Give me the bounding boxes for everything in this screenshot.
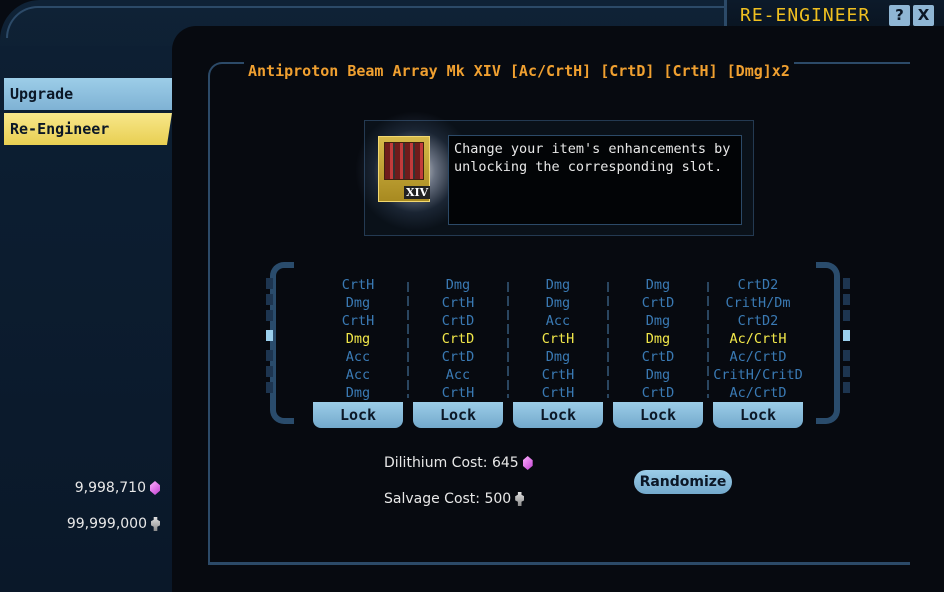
slot-option: CritH/Dm <box>725 295 791 311</box>
scroll-pip <box>266 382 273 393</box>
randomize-button[interactable]: Randomize <box>634 470 732 494</box>
slot-option: Dmg <box>645 277 671 293</box>
lock-button-slot-1[interactable]: Lock <box>313 402 403 428</box>
slot-current-option: CrtD <box>441 331 475 347</box>
salvage-icon <box>515 492 525 506</box>
slot-option: Dmg <box>645 367 671 383</box>
slot-frame-left <box>270 262 294 424</box>
dilithium-cost: Dilithium Cost: 645 <box>384 455 533 471</box>
lock-button-slot-5[interactable]: Lock <box>713 402 803 428</box>
slot-option: Acc <box>345 349 371 365</box>
slot-option: CrtD <box>641 295 675 311</box>
slot-option: Acc <box>345 367 371 383</box>
slot-option: Dmg <box>445 277 471 293</box>
slot-current-option: Dmg <box>645 331 671 347</box>
scroll-pip <box>266 310 273 321</box>
slot-divider <box>407 282 409 398</box>
tab-upgrade[interactable]: Upgrade <box>4 78 172 110</box>
slot-option: CrtD2 <box>737 277 779 293</box>
description-box <box>448 135 742 225</box>
slot-option: Ac/CrtD <box>729 349 787 365</box>
salvage-icon <box>151 517 160 531</box>
help-button[interactable]: ? <box>889 5 910 26</box>
scroll-pip <box>266 278 273 289</box>
slot-divider <box>607 282 609 398</box>
item-mark-badge: XIV <box>404 186 431 199</box>
slot-option: CrtH <box>541 385 575 401</box>
close-button[interactable]: X <box>913 5 934 26</box>
slot-divider <box>707 282 709 398</box>
scroll-pip <box>843 294 850 305</box>
slot-option: CrtD2 <box>737 313 779 329</box>
beam-array-artwork <box>384 142 424 180</box>
scroll-pip <box>843 310 850 321</box>
slot-option: CrtH <box>441 385 475 401</box>
slot-option: Acc <box>445 367 471 383</box>
slot-option: Dmg <box>345 385 371 401</box>
scroll-pip <box>266 350 273 361</box>
lock-button-slot-2[interactable]: Lock <box>413 402 503 428</box>
slot-option: CrtD <box>641 349 675 365</box>
scroll-pip <box>843 382 850 393</box>
dilithium-gem-icon <box>522 456 533 470</box>
item-description: Change your item's enhancements by unloc… <box>454 141 731 175</box>
slot-option: Dmg <box>545 295 571 311</box>
slot-option: CrtH <box>341 277 375 293</box>
item-title: Antiproton Beam Array Mk XIV [Ac/CrtH] [… <box>244 62 794 84</box>
slot-option: Dmg <box>545 349 571 365</box>
window-title: RE-ENGINEER <box>740 5 871 26</box>
slot-divider <box>507 282 509 398</box>
salvage-cost-text: Salvage Cost: 500 <box>384 491 512 507</box>
slot-current-option: Dmg <box>345 331 371 347</box>
slot-option: Dmg <box>645 313 671 329</box>
slot-option: Acc <box>545 313 571 329</box>
slot-option: CrtH <box>341 313 375 329</box>
salvage-cost: Salvage Cost: 500 <box>384 491 525 507</box>
scroll-pip-active <box>266 330 273 341</box>
slot-option: Ac/CrtD <box>729 385 787 401</box>
scroll-pip <box>266 366 273 377</box>
slot-option: CritH/CritD <box>713 367 803 383</box>
slot-option: CrtH <box>541 367 575 383</box>
dilithium-total: 9,998,710 <box>0 480 160 496</box>
slot-current-option: Ac/CrtH <box>729 331 787 347</box>
dilithium-gem-icon <box>150 481 160 495</box>
scroll-pip <box>843 278 850 289</box>
slot-option: CrtD <box>441 313 475 329</box>
dilithium-cost-text: Dilithium Cost: 645 <box>384 455 519 471</box>
slot-option: Dmg <box>345 295 371 311</box>
tab-re-engineer[interactable]: Re-Engineer <box>4 113 172 145</box>
slot-option: CrtH <box>441 295 475 311</box>
slot-option: CrtD <box>641 385 675 401</box>
slot-option: CrtD <box>441 349 475 365</box>
scroll-pip-active <box>843 330 850 341</box>
scroll-pip <box>843 366 850 377</box>
slot-current-option: CrtH <box>541 331 575 347</box>
salvage-total: 99,999,000 <box>0 516 160 532</box>
slot-frame-right <box>816 262 840 424</box>
scroll-pip <box>266 294 273 305</box>
scroll-pip <box>843 350 850 361</box>
salvage-total-value: 99,999,000 <box>66 516 147 532</box>
dilithium-total-value: 9,998,710 <box>74 480 146 496</box>
lock-button-slot-4[interactable]: Lock <box>613 402 703 428</box>
lock-button-slot-3[interactable]: Lock <box>513 402 603 428</box>
slot-option: Dmg <box>545 277 571 293</box>
